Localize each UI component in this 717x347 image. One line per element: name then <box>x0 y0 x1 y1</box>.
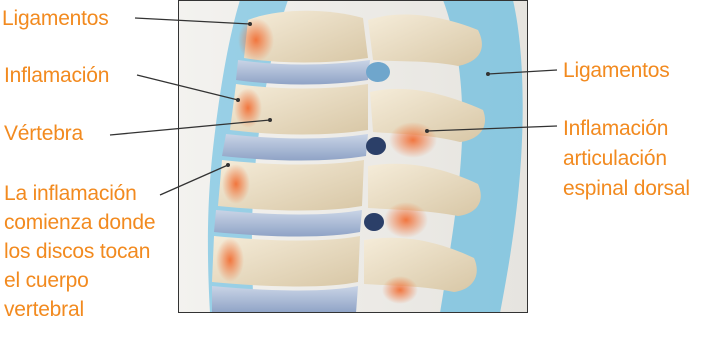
label-inflamacion-discos-line-2: comienza donde <box>4 208 155 237</box>
label-ligamentos-left: Ligamentos <box>2 6 109 32</box>
label-inflamacion-discos-line-5: vertebral <box>4 295 155 324</box>
label-inflamacion-discos-line-3: los discos tocan <box>4 237 155 266</box>
label-inflamacion-articulacion-line-3: espinal dorsal <box>563 174 690 204</box>
label-inflamacion-discos-line-4: el cuerpo <box>4 266 155 295</box>
label-inflamacion-articulacion-line-1: Inflamación <box>563 114 690 144</box>
label-inflamacion-discos-line-1: La inflamación <box>4 179 155 208</box>
label-inflamacion-left: Inflamación <box>4 63 109 89</box>
label-inflamacion-articulacion: Inflamación articulación espinal dorsal <box>563 114 690 204</box>
label-vertebra: Vértebra <box>4 121 83 147</box>
spine-illustration <box>178 0 528 313</box>
label-inflamacion-discos: La inflamación comienza donde los discos… <box>4 179 155 324</box>
label-ligamentos-right: Ligamentos <box>563 58 670 84</box>
label-inflamacion-articulacion-line-2: articulación <box>563 144 690 174</box>
